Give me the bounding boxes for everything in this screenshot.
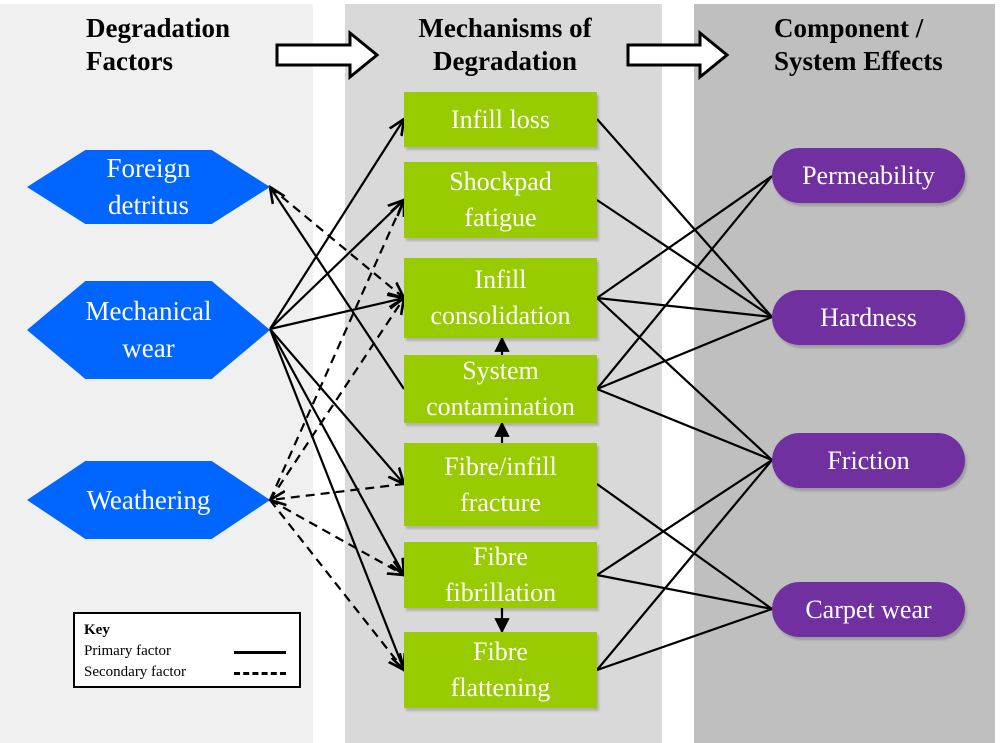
link-mech-to-fibrillation [269, 328, 404, 575]
link-contamination-to-permeability [596, 175, 773, 390]
factor-label-line1: Foreign [106, 153, 191, 183]
mechanism-fibre-fibrillation: Fibre fibrillation [404, 542, 597, 608]
link-flattening-to-carpet_wear [596, 607, 773, 672]
effects-heading-line1: Component / [774, 13, 924, 43]
hexagon-shape [27, 150, 270, 224]
flow-arrow-1 [275, 29, 380, 81]
link-mech-to-fracture [269, 328, 404, 484]
legend-row-secondary: Secondary factor [84, 662, 290, 683]
link-shockpad-to-hardness [596, 199, 773, 318]
effect-label: Permeability [802, 160, 935, 190]
effect-label: Friction [827, 445, 910, 475]
mechanism-label-line1: Fibre [473, 637, 528, 666]
link-weather-to-shockpad [268, 200, 404, 501]
mechanism-fibre-infill-fracture: Fibre/infill fracture [404, 443, 597, 526]
mechanism-label-line2: flattening [450, 673, 551, 702]
link-consolidation-to-friction [596, 297, 773, 461]
mechanisms-heading-line2: Degradation [433, 46, 577, 76]
link-mech-to-flattening [268, 328, 404, 670]
link-weather-to-flattening [269, 499, 404, 670]
mechanisms-heading: Mechanisms of Degradation [405, 12, 605, 78]
link-weather-to-fibrillation [269, 499, 404, 575]
link-consolidation-to-permeability [596, 175, 773, 299]
mechanisms-heading-line1: Mechanisms of [418, 13, 592, 43]
effects-heading: Component / System Effects [774, 12, 943, 78]
factors-heading: Degradation Factors [86, 12, 230, 78]
flow-arrow-2 [626, 29, 730, 81]
mechanism-infill-consolidation: Infill consolidation [404, 258, 597, 338]
legend-primary-label: Primary factor [84, 643, 172, 659]
mechanism-fibre-flattening: Fibre flattening [404, 632, 597, 708]
dashed-line-sample [234, 672, 286, 675]
mechanism-shockpad-fatigue: Shockpad fatigue [404, 162, 597, 238]
factor-weathering: Weathering [27, 461, 270, 539]
link-contamination-to-hardness [596, 315, 773, 391]
mechanism-infill-loss: Infill loss [404, 92, 597, 147]
link-mech-to-shockpad [269, 200, 404, 330]
link-mech-to-consolidation [269, 298, 404, 331]
effect-friction: Friction [772, 433, 965, 488]
hexagon-shape [27, 281, 270, 379]
link-consolidation-to-hardness [596, 296, 773, 319]
link-flattening-to-friction [596, 459, 773, 671]
effect-carpet-wear: Carpet wear [772, 582, 965, 637]
effect-permeability: Permeability [772, 148, 965, 203]
factor-foreign-detritus: Foreign detritus [27, 150, 270, 224]
effect-label: Hardness [820, 302, 917, 332]
mechanism-system-contamination: System contamination [404, 355, 597, 423]
mechanism-label-line1: Infill [474, 265, 527, 294]
legend-title: Key [84, 622, 110, 638]
effect-label: Carpet wear [805, 594, 932, 624]
legend-key: Key Primary factor Secondary factor [73, 612, 301, 688]
mechanism-label-line2: contamination [426, 392, 575, 421]
mechanism-label-line1: System [462, 356, 539, 385]
factor-label-line2: detritus [108, 190, 189, 220]
mechanism-label: Infill loss [451, 104, 550, 134]
factor-mechanical-wear: Mechanical wear [27, 281, 270, 379]
factors-heading-line1: Degradation [86, 13, 230, 43]
link-infill_loss-to-hardness [596, 118, 773, 318]
link-mech-to-infill_loss [269, 119, 404, 330]
legend-secondary-label: Secondary factor [84, 664, 187, 680]
mechanism-label-line2: fatigue [464, 203, 537, 232]
mechanism-label-line2: consolidation [430, 301, 571, 330]
legend-row-primary: Primary factor [84, 641, 290, 662]
solid-line-sample [234, 651, 286, 654]
effect-hardness: Hardness [772, 290, 965, 345]
mechanism-label-line1: Shockpad [449, 167, 552, 196]
link-weather-to-consolidation [269, 298, 404, 501]
link-foreign-to-consolidation [269, 186, 404, 298]
link-fracture-to-weather [270, 482, 405, 500]
link-fibrillation-to-friction [596, 459, 773, 576]
factor-label-line1: Mechanical [85, 296, 212, 326]
mechanism-label-line1: Fibre/infill [444, 451, 557, 481]
mechanism-label-line2: fibrillation [444, 578, 557, 607]
hexagon-shape [27, 461, 270, 539]
factor-label-line1: Weathering [86, 484, 211, 515]
factors-heading-line2: Factors [86, 46, 173, 76]
mechanism-label-line2: fracture [460, 487, 541, 517]
link-contamination-to-friction [596, 387, 773, 462]
factor-label-line2: wear [122, 333, 175, 363]
link-fibrillation-to-carpet_wear [596, 573, 773, 611]
mechanism-label-line1: Fibre [473, 542, 528, 571]
effects-heading-line2: System Effects [774, 46, 943, 76]
link-fracture-to-carpet_wear [596, 483, 773, 610]
link-contamination-to-foreign [270, 187, 405, 390]
